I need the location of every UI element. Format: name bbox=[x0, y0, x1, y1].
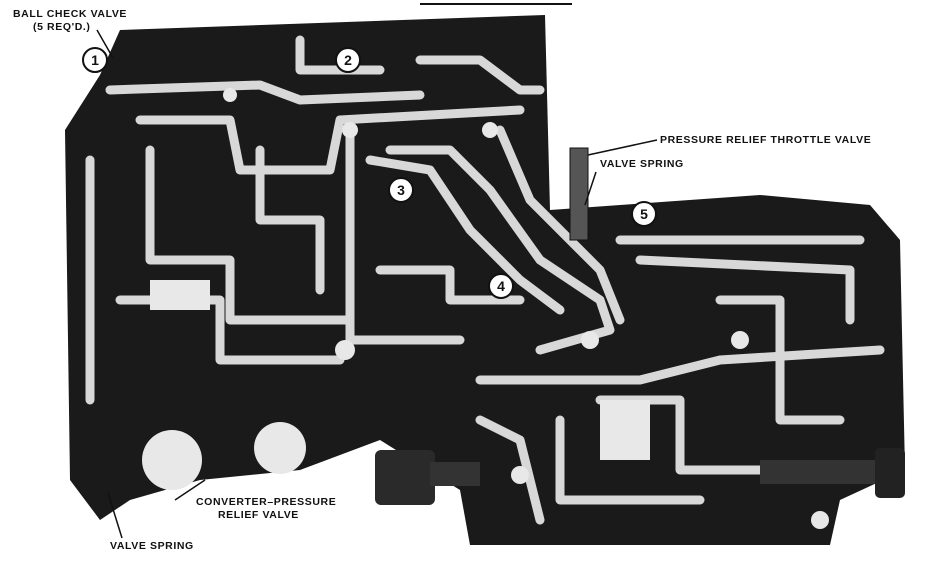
valve-bores bbox=[142, 88, 829, 529]
valve-body bbox=[65, 15, 905, 545]
bolt-head bbox=[375, 450, 435, 505]
callout-3: 3 bbox=[388, 177, 414, 203]
callout-2: 2 bbox=[335, 47, 361, 73]
converter-pressure-label: CONVERTER–PRESSURE bbox=[196, 496, 337, 508]
callout-5: 5 bbox=[631, 201, 657, 227]
pressure-relief-throttle-label: PRESSURE RELIEF THROTTLE VALVE bbox=[660, 134, 872, 146]
callout-1: 1 bbox=[82, 47, 108, 73]
valve-spring-top-label: VALVE SPRING bbox=[600, 158, 684, 170]
fluid-channels bbox=[85, 35, 885, 525]
ball-check-qty-label: (5 REQ'D.) bbox=[33, 21, 91, 33]
relief-throttle-valve bbox=[569, 147, 589, 241]
relief-valve-label: RELIEF VALVE bbox=[218, 509, 299, 521]
valve-spring-bottom-label: VALVE SPRING bbox=[110, 540, 194, 552]
bolt bbox=[760, 460, 890, 484]
callout-4: 4 bbox=[488, 273, 514, 299]
ball-check-valve-label: BALL CHECK VALVE bbox=[13, 8, 128, 20]
leader-lines bbox=[96, 29, 658, 539]
